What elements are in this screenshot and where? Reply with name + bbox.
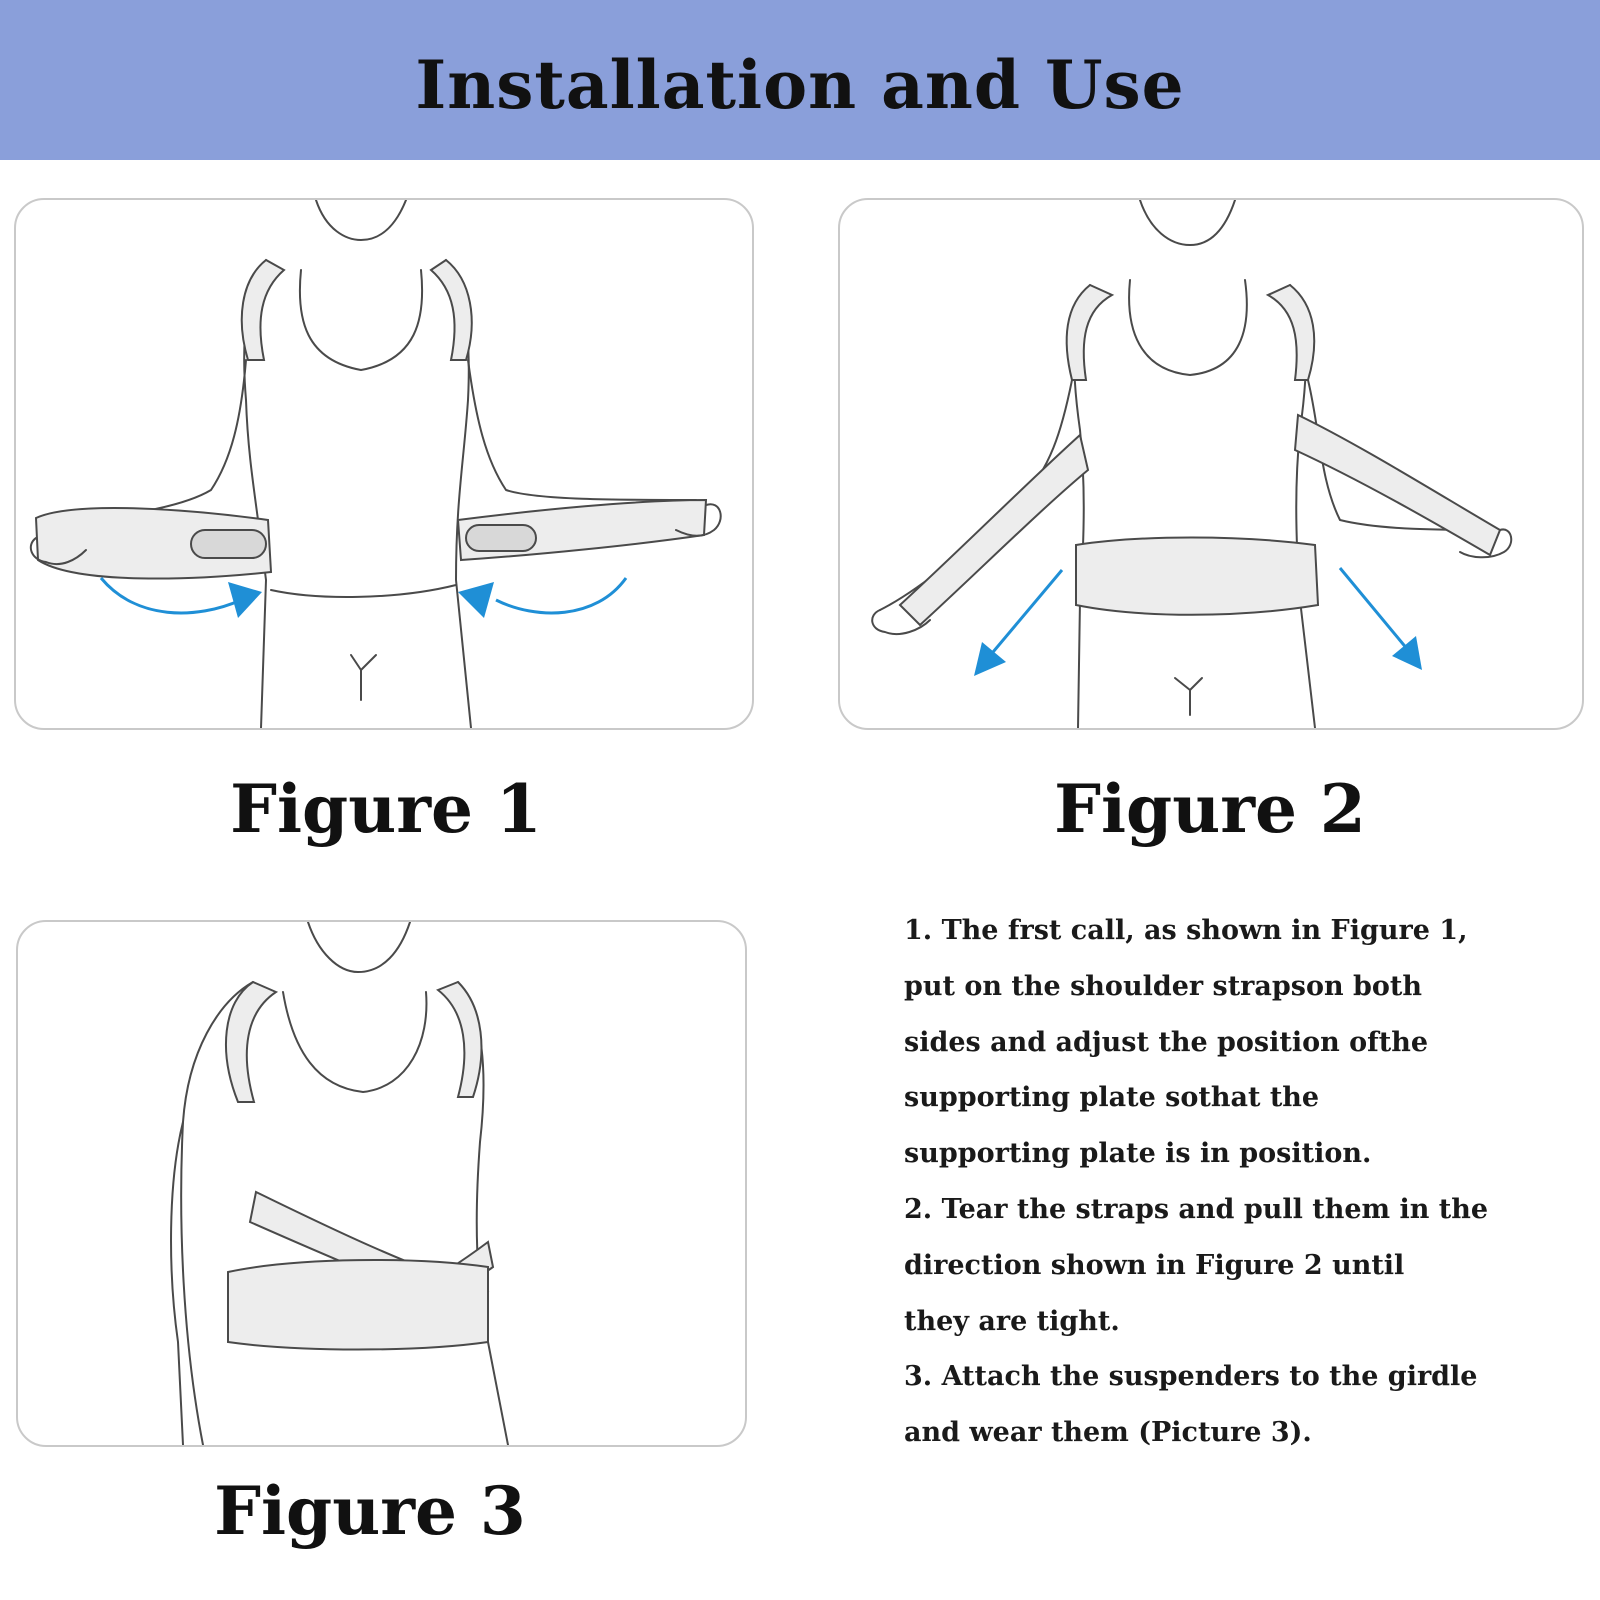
instruction-line: put on the shoulder strapson both — [904, 970, 1423, 1002]
instruction-line: direction shown in Figure 2 until — [904, 1249, 1405, 1281]
instruction-line: 3. Attach the suspenders to the girdle — [904, 1361, 1478, 1393]
figure-3-caption: Figure 3 — [214, 1472, 526, 1550]
page-title: Installation and Use — [415, 46, 1185, 124]
figure-3-panel — [16, 920, 747, 1447]
instructions-text: 1. The frst call, as shown in Figure 1, … — [904, 903, 1584, 1461]
figure-2-panel — [838, 198, 1584, 730]
instruction-line: 1. The frst call, as shown in Figure 1, — [904, 915, 1468, 946]
figure-3-illustration — [170, 922, 509, 1445]
figure-1-panel — [14, 198, 754, 730]
figure-1-illustration — [29, 200, 722, 728]
instruction-line: supporting plate sothat the — [904, 1082, 1320, 1114]
instruction-line: and wear them (Picture 3). — [904, 1417, 1312, 1449]
figure-1-caption: Figure 1 — [230, 770, 542, 848]
header-banner: Installation and Use — [0, 0, 1600, 160]
instruction-line: supporting plate is in position. — [904, 1138, 1372, 1170]
instruction-line: 2. Tear the straps and pull them in the — [904, 1193, 1489, 1225]
figure-2-caption: Figure 2 — [1054, 770, 1366, 848]
figure-2-illustration — [871, 200, 1513, 728]
instruction-line: sides and adjust the position ofthe — [904, 1026, 1429, 1058]
instruction-line: they are tight. — [904, 1305, 1120, 1337]
